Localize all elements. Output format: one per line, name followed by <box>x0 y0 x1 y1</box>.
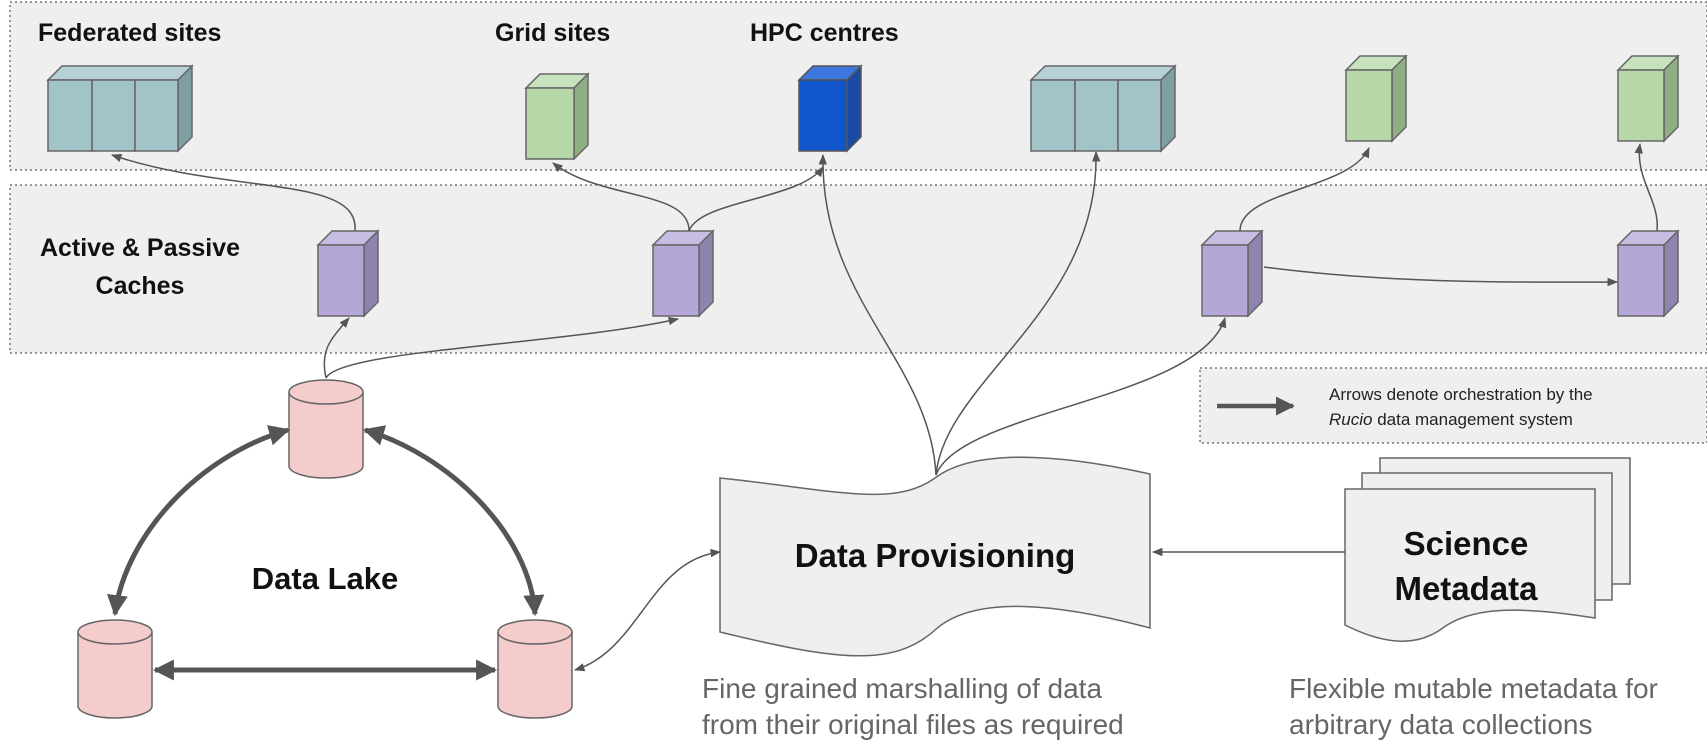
legend-text-line2: Rucio data management system <box>1329 410 1573 429</box>
arrow-cache1-to-federated <box>111 154 356 232</box>
label-science-metadata-line2: Metadata <box>1394 570 1538 607</box>
label-caches-line2: Caches <box>96 272 185 300</box>
cache-cube-1 <box>316 229 380 318</box>
arrow-provisioning-to-hpc <box>818 153 937 476</box>
grid-site-cube-1 <box>524 72 590 161</box>
hpc-centre-cube <box>797 64 863 153</box>
lake-arrow-top-left <box>106 425 291 617</box>
grid-site-cube-3 <box>1616 54 1680 143</box>
label-science-metadata-line1: Science <box>1404 525 1529 562</box>
federated-site-cube-2 <box>1029 64 1177 153</box>
caption-provisioning-line2: from their original files as required <box>702 709 1124 740</box>
caption-metadata-line2: arbitrary data collections <box>1289 709 1592 740</box>
grid-site-cube-2 <box>1344 54 1408 143</box>
arrow-lake-to-cache2 <box>325 316 680 379</box>
arrow-lake-provisioning-link <box>573 548 722 672</box>
arrow-cache2-to-hpc <box>688 166 824 232</box>
caches-band <box>9 184 1707 354</box>
label-hpc-centres: HPC centres <box>750 19 899 47</box>
lake-cylinder-top <box>288 379 364 479</box>
cache-cube-4 <box>1616 229 1680 318</box>
data-provisioning-document <box>719 456 1151 657</box>
legend-rucio: Rucio <box>1329 410 1372 429</box>
legend-text-line2-rest: data management system <box>1372 410 1572 429</box>
legend-text-line1: Arrows denote orchestration by the <box>1329 385 1593 404</box>
label-data-lake: Data Lake <box>252 561 398 596</box>
arrow-cache4-to-grid3 <box>1634 142 1658 232</box>
federated-site-cube-1 <box>46 64 194 153</box>
caption-metadata-line1: Flexible mutable metadata for <box>1289 673 1658 704</box>
arrow-lake-to-cache1 <box>323 317 350 379</box>
science-metadata-documents <box>1344 457 1631 642</box>
label-data-provisioning: Data Provisioning <box>795 537 1076 574</box>
arrow-provisioning-to-federated2 <box>935 150 1101 476</box>
cache-cube-3 <box>1200 229 1264 318</box>
lake-cylinder-right <box>497 619 573 719</box>
label-grid-sites: Grid sites <box>495 19 610 47</box>
lake-cylinder-left <box>77 619 153 719</box>
label-federated-sites: Federated sites <box>38 19 221 47</box>
caption-provisioning-line1: Fine grained marshalling of data <box>702 673 1102 704</box>
cache-cube-2 <box>651 229 715 318</box>
arrow-cache3-to-cache4 <box>1263 266 1619 287</box>
arrow-provisioning-to-cache3 <box>935 316 1227 476</box>
lake-arrow-top-right <box>362 425 545 617</box>
arrow-cache3-to-grid2 <box>1239 147 1370 232</box>
arrow-cache2-to-grid <box>552 162 690 232</box>
label-caches-line1: Active & Passive <box>40 234 240 262</box>
